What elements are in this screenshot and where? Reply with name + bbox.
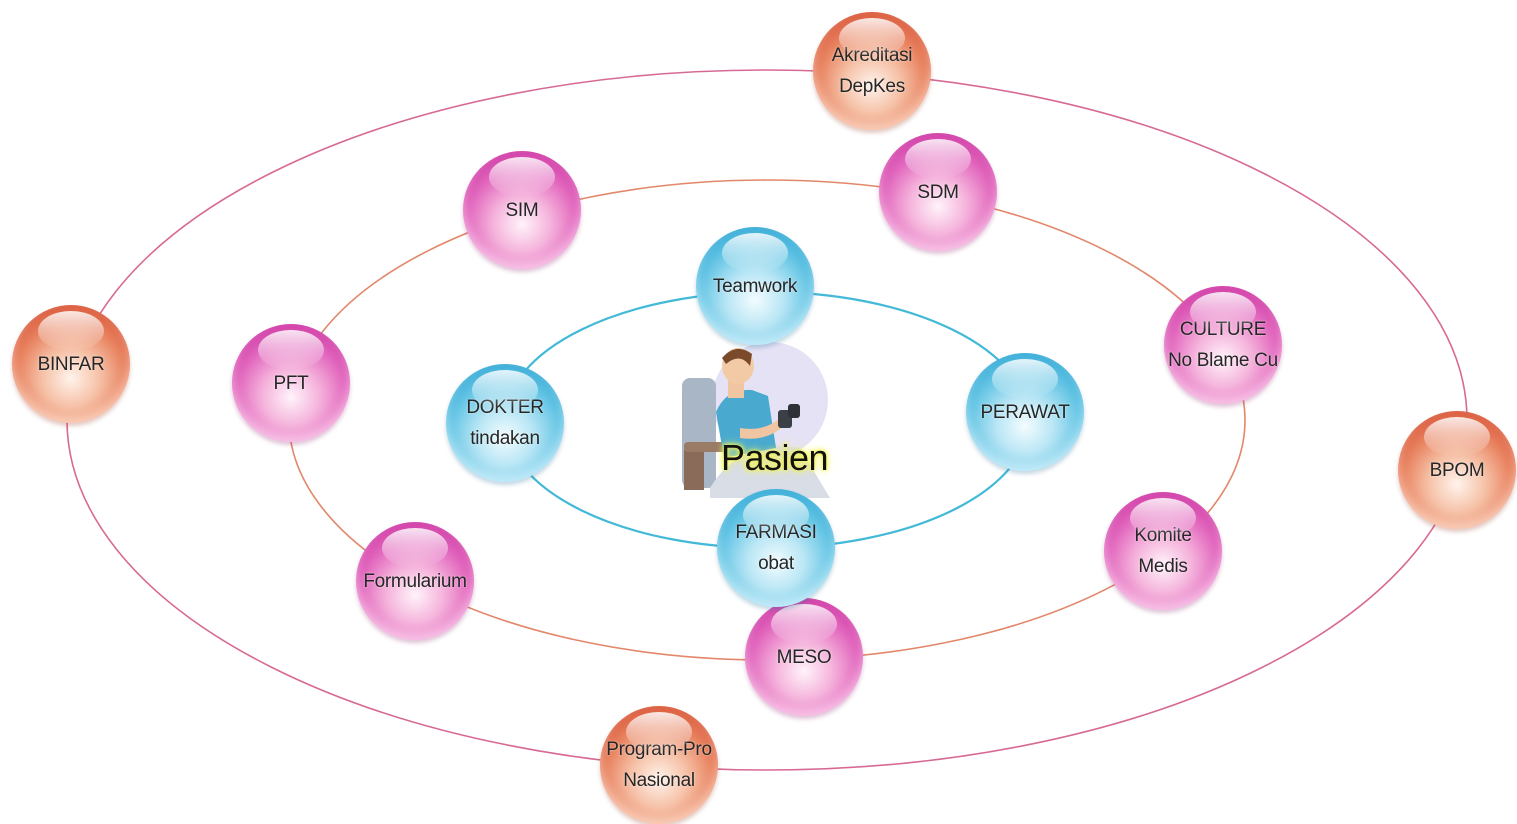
- patient-illustration-icon: [682, 342, 830, 498]
- node-sdm: SDM: [879, 133, 997, 251]
- node-program-line-1: Program-Pro: [606, 739, 712, 760]
- node-perawat: PERAWAT: [966, 353, 1084, 471]
- node-akreditasi-line-1: Akreditasi: [831, 45, 913, 66]
- node-farmasi-line-1: FARMASI: [735, 522, 817, 543]
- node-teamwork: Teamwork: [696, 227, 814, 345]
- node-akreditasi-line-2: DepKes: [839, 76, 905, 97]
- node-komite-medis: Komite Medis: [1104, 492, 1222, 610]
- node-formularium-label: Formularium: [363, 570, 467, 592]
- node-sim: SIM: [463, 151, 581, 269]
- node-dokter-tindakan: DOKTER tindakan: [446, 364, 564, 482]
- node-program-nasional: Program-Pro Nasional: [600, 706, 718, 824]
- patient-label: Pasien: [721, 437, 829, 478]
- node-bpom: BPOM: [1398, 411, 1516, 529]
- node-culture-line-2: No Blame Cu: [1168, 350, 1278, 371]
- node-dokter-line-1: DOKTER: [466, 397, 544, 418]
- node-binfar: BINFAR: [12, 305, 130, 423]
- node-binfar-label: BINFAR: [37, 353, 105, 375]
- node-meso-label: MESO: [776, 646, 832, 668]
- node-farmasi-line-2: obat: [758, 553, 794, 574]
- node-bpom-label: BPOM: [1429, 459, 1485, 481]
- node-program-line-2: Nasional: [623, 770, 695, 791]
- node-perawat-label: PERAWAT: [980, 401, 1070, 423]
- node-culture-line-1: CULTURE: [1179, 319, 1267, 340]
- node-sim-label: SIM: [505, 199, 539, 221]
- node-komite-line-2: Medis: [1138, 556, 1188, 577]
- node-sdm-label: SDM: [917, 181, 959, 203]
- node-culture: CULTURE No Blame Cu: [1164, 286, 1282, 404]
- node-akreditasi-depkes: Akreditasi DepKes: [813, 12, 931, 130]
- node-meso: MESO: [745, 598, 863, 716]
- node-formularium: Formularium: [356, 522, 474, 640]
- node-pft: PFT: [232, 324, 350, 442]
- node-komite-line-1: Komite: [1134, 525, 1192, 546]
- node-dokter-line-2: tindakan: [470, 428, 540, 449]
- node-pft-label: PFT: [273, 372, 309, 394]
- node-teamwork-label: Teamwork: [712, 275, 798, 297]
- node-farmasi-obat: FARMASI obat: [717, 489, 835, 607]
